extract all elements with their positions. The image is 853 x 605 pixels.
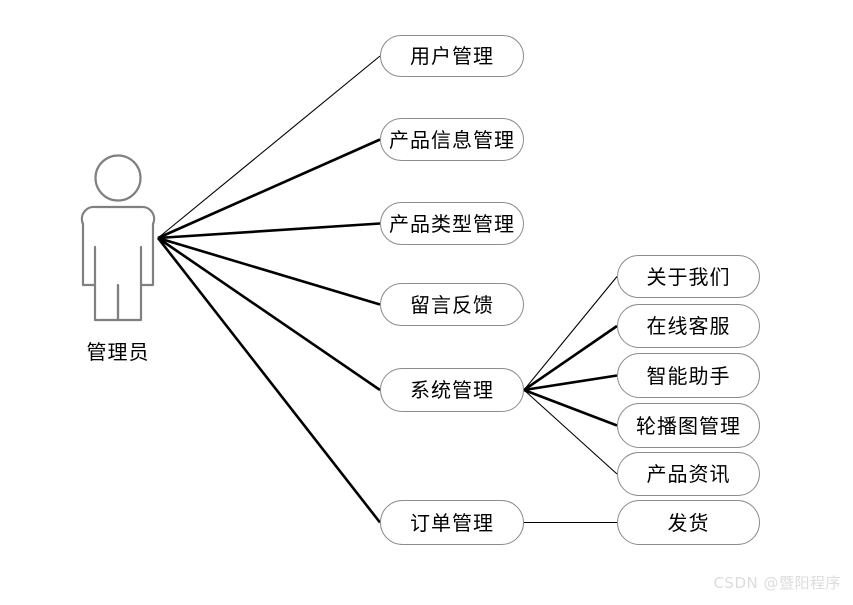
use-case-label: 产品类型管理 <box>389 211 515 236</box>
association-actor-to-uc-user-mgmt <box>157 55 381 239</box>
association-actor-to-uc-order-mgmt <box>156 237 382 524</box>
use-case-label: 用户管理 <box>410 44 494 68</box>
use-case-label: 系统管理 <box>410 378 494 402</box>
association-uc-system-mgmt-to-uc-about-us <box>523 276 618 391</box>
use-case-uc-online-service[interactable]: 在线客服 <box>617 304 760 348</box>
use-case-uc-feedback[interactable]: 留言反馈 <box>380 283 524 326</box>
actor-person-icon <box>80 154 156 322</box>
use-case-uc-product-info[interactable]: 产品信息管理 <box>380 118 524 161</box>
csdn-watermark: CSDN @暨阳程序 <box>713 574 841 592</box>
use-case-label: 留言反馈 <box>410 292 494 317</box>
association-uc-system-mgmt-to-uc-carousel-mgmt <box>523 388 618 427</box>
use-case-uc-smart-assist[interactable]: 智能助手 <box>617 353 760 398</box>
use-case-uc-carousel-mgmt[interactable]: 轮播图管理 <box>617 403 760 448</box>
use-case-label: 订单管理 <box>410 510 494 535</box>
use-case-uc-order-mgmt[interactable]: 订单管理 <box>380 500 524 545</box>
association-actor-to-uc-product-type <box>157 222 381 240</box>
association-uc-system-mgmt-to-uc-online-service <box>523 324 618 392</box>
use-case-label: 产品资讯 <box>646 462 731 486</box>
use-case-uc-product-type[interactable]: 产品类型管理 <box>380 202 524 245</box>
use-case-label: 发货 <box>667 510 710 535</box>
use-case-label: 轮播图管理 <box>636 413 741 438</box>
use-case-label: 智能助手 <box>646 363 731 388</box>
association-uc-system-mgmt-to-uc-product-news <box>523 389 618 475</box>
use-case-label: 产品信息管理 <box>389 127 515 152</box>
association-uc-system-mgmt-to-uc-smart-assist <box>523 374 618 392</box>
association-actor-to-uc-product-info <box>157 138 381 240</box>
use-case-label: 在线客服 <box>646 314 731 338</box>
association-actor-to-uc-system-mgmt <box>157 236 381 392</box>
association-connectors <box>156 55 618 524</box>
use-case-label: 关于我们 <box>646 264 731 289</box>
use-case-uc-user-mgmt[interactable]: 用户管理 <box>380 35 524 77</box>
use-case-uc-product-news[interactable]: 产品资讯 <box>617 452 760 496</box>
use-case-uc-system-mgmt[interactable]: 系统管理 <box>380 368 524 412</box>
association-actor-to-uc-feedback <box>157 236 381 306</box>
actor-label: 管理员 <box>86 340 150 364</box>
use-case-uc-shipping[interactable]: 发货 <box>617 500 760 545</box>
use-case-uc-about-us[interactable]: 关于我们 <box>617 255 760 298</box>
